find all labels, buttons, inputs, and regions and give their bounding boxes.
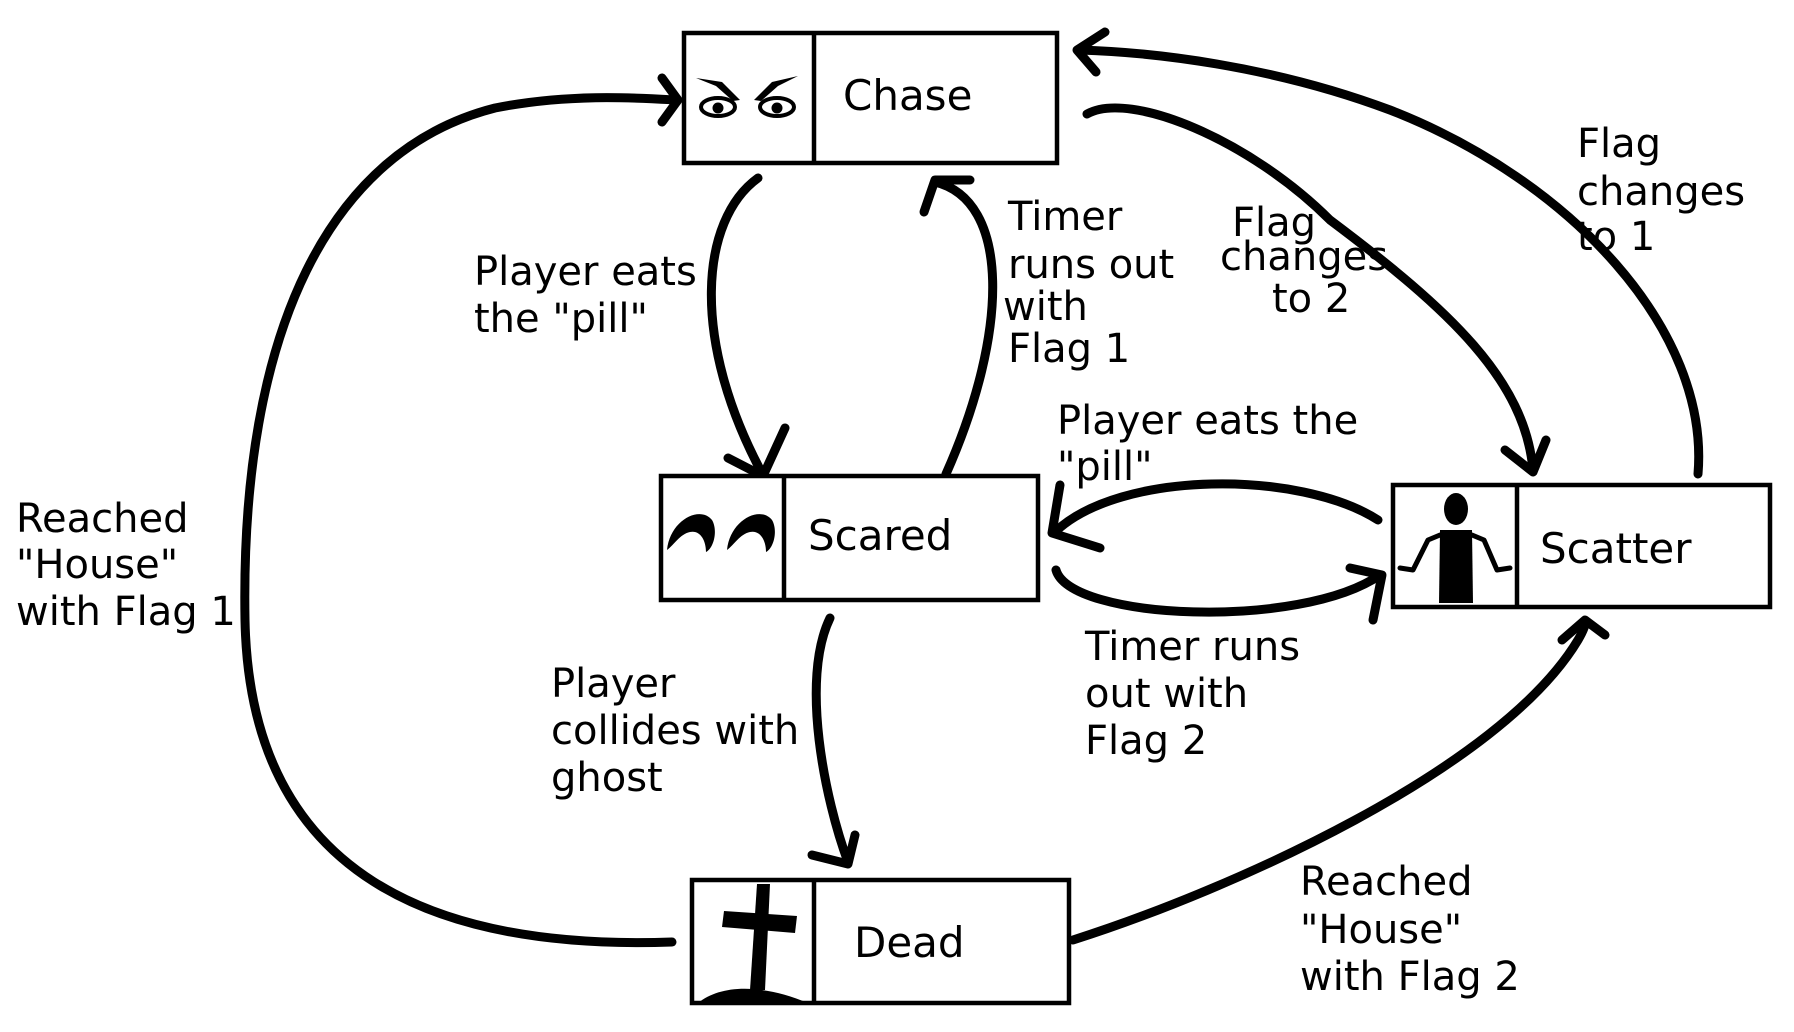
state-scatter: Scatter xyxy=(1390,482,1773,610)
arrow-dead-to-chase xyxy=(240,73,683,948)
svg-text:Timer: Timer xyxy=(1007,194,1123,240)
svg-text:Player eats the: Player eats the xyxy=(1057,398,1358,444)
svg-text:changes: changes xyxy=(1220,234,1388,280)
label-dead-to-scatter: Reached "House" with Flag 2 xyxy=(1300,859,1520,1000)
svg-text:the "pill": the "pill" xyxy=(474,296,648,342)
arrow-scared-to-scatter xyxy=(1051,563,1387,625)
arrow-dead-to-scatter xyxy=(1068,615,1610,945)
state-chase: Chase xyxy=(681,30,1060,166)
label-chase-to-scared: Player eats the "pill" xyxy=(474,249,697,342)
state-dead: Dead xyxy=(689,877,1072,1006)
svg-text:Player eats: Player eats xyxy=(474,249,697,295)
svg-text:collides with: collides with xyxy=(551,708,799,754)
label-scatter-to-chase: Flag changes to 1 xyxy=(1577,121,1745,260)
svg-text:to 2: to 2 xyxy=(1272,276,1350,322)
arrow-scared-to-dead xyxy=(807,613,860,869)
label-scatter-to-scared: Player eats the "pill" xyxy=(1057,398,1358,490)
label-chase-to-scatter: Flag changes to 2 xyxy=(1220,200,1388,322)
scared-eyes-icon xyxy=(667,514,775,552)
svg-text:runs out: runs out xyxy=(1008,242,1174,288)
svg-text:"pill": "pill" xyxy=(1057,444,1153,490)
svg-text:changes: changes xyxy=(1577,169,1745,215)
state-label-scatter: Scatter xyxy=(1540,524,1692,573)
svg-text:to 1: to 1 xyxy=(1577,214,1655,260)
angry-eyes-icon xyxy=(696,76,798,118)
svg-text:Flag: Flag xyxy=(1577,121,1661,167)
label-dead-to-chase: Reached "House" with Flag 1 xyxy=(16,496,236,635)
svg-text:Flag 2: Flag 2 xyxy=(1085,718,1207,764)
svg-text:ghost: ghost xyxy=(551,755,663,801)
state-label-dead: Dead xyxy=(854,918,965,967)
svg-text:Reached: Reached xyxy=(1300,859,1472,905)
svg-text:Flag: Flag xyxy=(1232,200,1316,246)
label-scared-to-chase: Timer runs out with Flag 1 xyxy=(1003,194,1174,372)
svg-text:Flag 1: Flag 1 xyxy=(1008,326,1130,372)
svg-text:with Flag 1: with Flag 1 xyxy=(16,589,236,635)
state-label-scared: Scared xyxy=(808,511,952,560)
arrow-chase-to-scatter xyxy=(1082,103,1551,477)
svg-text:out with: out with xyxy=(1085,671,1248,717)
state-scared: Scared xyxy=(658,473,1041,603)
svg-text:"House": "House" xyxy=(1300,907,1462,953)
state-label-chase: Chase xyxy=(843,71,972,120)
arrow-chase-to-scared xyxy=(706,173,790,481)
arrow-scatter-to-chase xyxy=(1072,27,1704,479)
svg-text:Timer runs: Timer runs xyxy=(1084,624,1300,670)
label-scared-to-dead: Player collides with ghost xyxy=(551,661,799,801)
arrow-scatter-to-scared xyxy=(1047,479,1383,553)
label-scared-to-scatter: Timer runs out with Flag 2 xyxy=(1084,624,1300,764)
svg-text:Reached: Reached xyxy=(16,496,188,542)
svg-text:Player: Player xyxy=(551,661,676,707)
grave-cross-icon xyxy=(698,884,808,1003)
svg-text:with: with xyxy=(1003,284,1088,330)
svg-text:with Flag 2: with Flag 2 xyxy=(1300,954,1520,1000)
shrugging-person-icon xyxy=(1397,493,1513,603)
svg-text:"House": "House" xyxy=(16,542,178,588)
arrow-scared-to-chase xyxy=(919,175,998,479)
